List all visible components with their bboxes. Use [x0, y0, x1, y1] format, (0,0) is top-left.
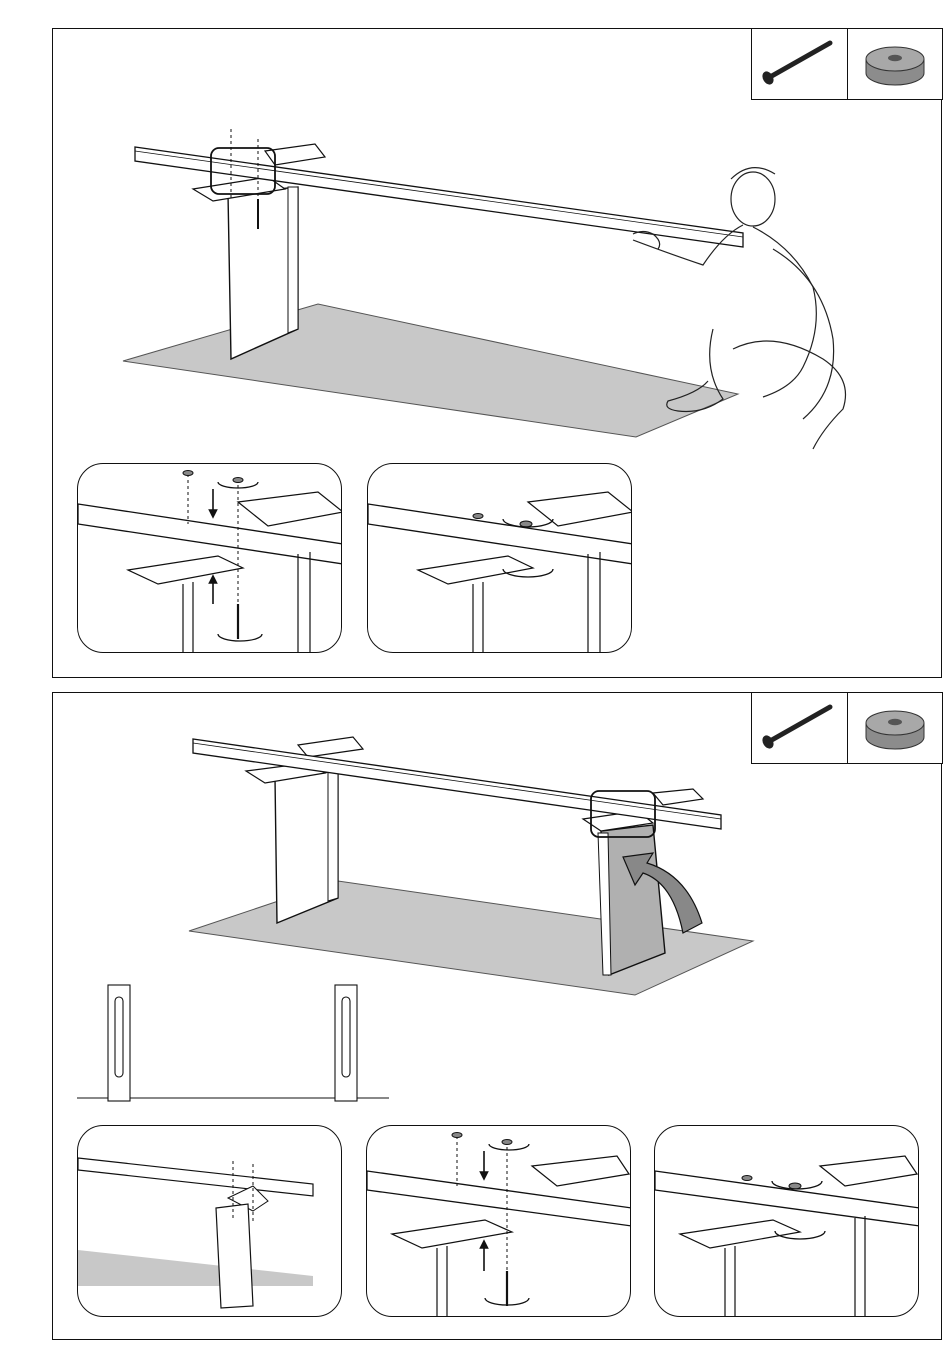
insert-bolt-detail	[366, 1125, 631, 1317]
side-elevation	[77, 985, 389, 1101]
tighten-bolt-detail	[367, 463, 632, 653]
step-2-illustration	[53, 693, 943, 1113]
step-2-panel	[52, 692, 942, 1340]
floor-mat	[189, 881, 753, 995]
insert-bolt-detail	[77, 463, 342, 653]
step-1-panel	[52, 28, 942, 678]
frame-rail	[193, 739, 721, 829]
floor-mat	[123, 304, 738, 437]
attach-rail-detail	[77, 1125, 342, 1317]
tighten-bolt-detail	[654, 1125, 919, 1317]
step-1-illustration	[53, 29, 943, 459]
